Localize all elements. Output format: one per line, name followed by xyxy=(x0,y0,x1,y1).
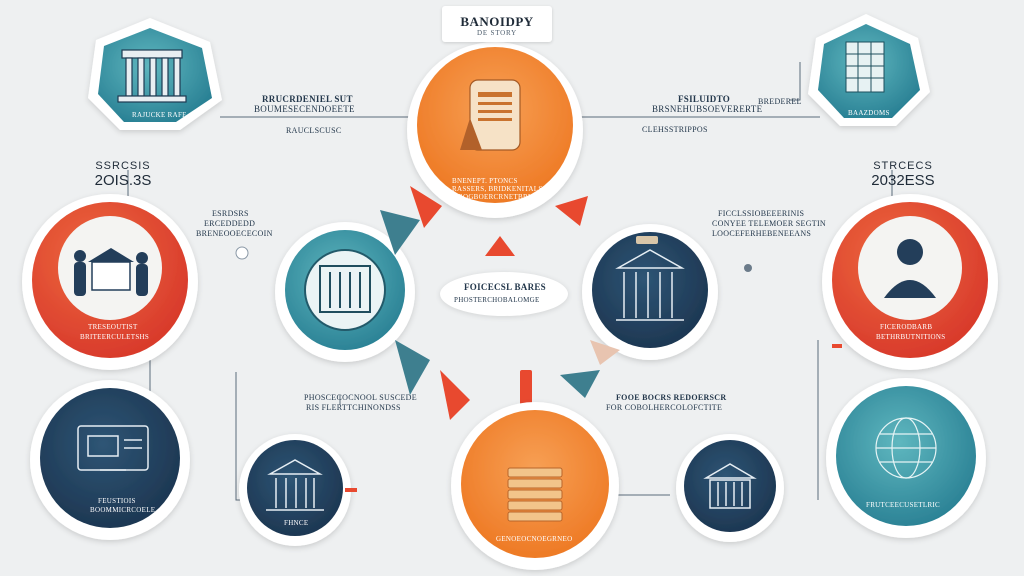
top-right-node-caption: BAAZDOMS xyxy=(848,109,890,117)
top-right-text-1: FSILUIDTO xyxy=(678,94,731,104)
left-mid-text-3: BRENEOOECECOIN xyxy=(196,229,273,238)
office-building-icon xyxy=(845,41,885,93)
right-bottom-node-caption: FRUTCEECUSETLRIC xyxy=(866,501,941,509)
left-year-value: 2OIS.3S xyxy=(94,172,152,189)
top-right-text-3: CLEHSSTRIPPOS xyxy=(642,125,708,134)
left-red-caption-1: TRESEOUTIST xyxy=(88,323,138,331)
title-card: BANOIDPY DE STORY xyxy=(442,6,552,42)
stacked-books-icon xyxy=(507,467,563,522)
right-red-caption-2: BETHRBUTNITIONS xyxy=(876,333,946,341)
left-year-label: SSRCSIS xyxy=(95,160,151,172)
right-bottom-node xyxy=(826,378,986,538)
top-center-caption-3: BOGBOERCRNETBRIOS xyxy=(458,193,541,201)
bottom-left-text-1: PHOSCECOCNOOL SUSCEDE xyxy=(304,393,417,402)
left-mid-text-2: ERCEDDEDD xyxy=(204,219,256,228)
decorative-pins xyxy=(235,246,842,492)
computer-monitor-icon xyxy=(77,425,149,471)
top-left-node-caption: RAJUCKE RAFE xyxy=(132,111,187,119)
bottom-mid-text-1: FOOE BOCRS REDOERSCR xyxy=(616,393,727,402)
documents-stack-icon xyxy=(460,79,521,151)
center-label-card: FOICECSL BARES PHOSTERCHOBALOMGE xyxy=(440,272,568,316)
right-mid-text-1: FICCLSSIOBEEERINIS xyxy=(718,209,805,218)
top-left-text-3: RAUCLSCUSC xyxy=(286,126,342,135)
right-middle-node xyxy=(582,224,718,360)
courthouse-icon xyxy=(615,249,685,321)
top-left-text-2: BOUMESECENDOEETE xyxy=(254,104,355,114)
right-mid-text-2: CONYEE TELEMOER SEGTIN xyxy=(712,219,826,228)
right-mid-text-3: LOOCEFERHEBENEEANS xyxy=(712,229,812,238)
person-portrait-icon xyxy=(884,239,936,298)
diagram-subtitle: DE STORY xyxy=(477,29,517,37)
diagram-title: BANOIDPY xyxy=(460,14,534,29)
top-center-caption-2: RASSERS, BRIDKENITALS xyxy=(452,185,543,193)
right-red-caption-1: FICERODBARB xyxy=(880,323,933,331)
left-bottom-caption-2: BOOMMICRCOELE xyxy=(90,506,156,514)
left-middle-node xyxy=(275,222,415,362)
left-bottom-caption-1: FEUSTIOIS xyxy=(98,497,136,505)
people-at-bank-icon xyxy=(74,248,148,296)
library-shelves-icon xyxy=(319,265,371,313)
left-mid-text-1: ESRDSRS xyxy=(212,209,249,218)
center-label-line2: PHOSTERCHOBALOMGE xyxy=(454,296,540,304)
left-bottom-node xyxy=(30,380,190,540)
bank-vault-icon xyxy=(703,463,757,509)
right-year-label: STRCECS xyxy=(873,160,933,172)
bottom-center-node-caption: GENOEOCNOEGRNEO xyxy=(496,535,573,543)
bottom-right-node xyxy=(676,434,784,542)
bottom-left-node xyxy=(239,434,351,546)
flow-arrows xyxy=(380,186,658,420)
globe-network-icon xyxy=(875,417,937,479)
bank-icon xyxy=(266,459,324,511)
bottom-mid-text-2: FOR COBOLHERCOLOFCTITE xyxy=(606,403,723,412)
top-center-caption-1: BNENEPT. PTONCS xyxy=(452,177,518,185)
right-year-value: 2032ESS xyxy=(871,172,935,189)
connector-lines xyxy=(127,62,893,501)
top-left-text-1: RRUCRDENIEL SUT xyxy=(262,94,353,104)
left-red-caption-2: BRITEERCULETSHS xyxy=(80,333,150,341)
top-right-tag: BREDEREL xyxy=(758,97,802,106)
top-right-text-2: BRSNEHUBSOEVERERTE xyxy=(652,104,763,114)
bank-building-icon xyxy=(117,49,187,103)
center-label-line1: FOICECSL BARES xyxy=(464,282,546,292)
bottom-left-node-caption: FHNCE xyxy=(284,519,309,527)
bottom-left-text-2: RIS FLERTTCHINONDSS xyxy=(306,403,401,412)
